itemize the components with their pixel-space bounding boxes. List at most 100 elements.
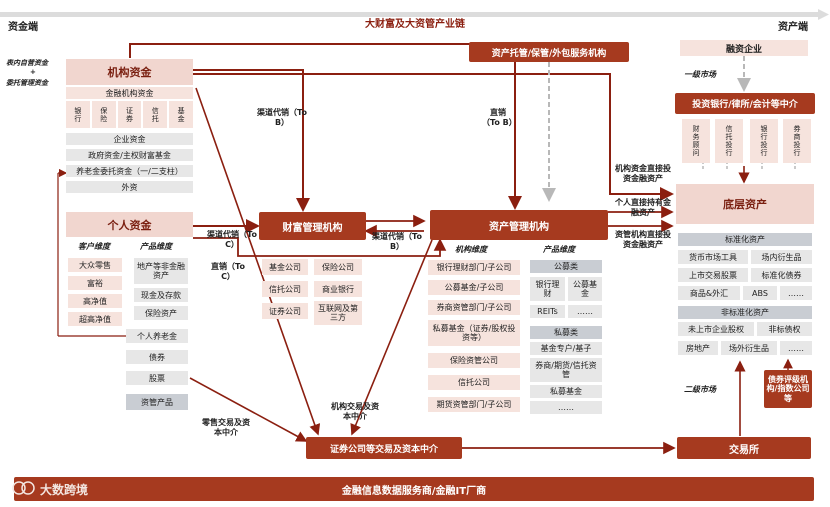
customer-dimension-header: 客户维度: [78, 242, 110, 251]
fin-data-it-vendors: 金融信息数据服务商/金融IT厂商: [14, 477, 814, 501]
header-center: 大财富及大资管产业链: [365, 19, 465, 30]
pub-ellipsis: ……: [568, 305, 602, 318]
personal-funds-title: 个人资金: [66, 212, 193, 237]
inst-item-pension: 养老金委托资金（一/二支柱）: [66, 165, 193, 177]
prod-real-estate: 地产等非金融资产: [134, 258, 188, 284]
pub-bank-wm: 银行理财: [530, 277, 565, 301]
wealth-internet-3rd: 互联网及第三方: [314, 301, 362, 325]
inst-sub-fund: 基金: [169, 101, 193, 128]
product-dimension-header: 产品维度: [140, 242, 172, 251]
wealth-fund-co: 基金公司: [262, 259, 308, 275]
cust-mass-retail: 大众零售: [68, 258, 122, 272]
header-left: 资金端: [8, 22, 38, 33]
pub-public-fund: 公募基金: [568, 277, 602, 301]
label-person-direct: 个人直接持有金融资产: [615, 198, 671, 217]
rating-index-companies: 债券评级机构/指数公司等: [764, 370, 812, 408]
ib-trust-ib: 信托投行: [715, 119, 743, 163]
ib-broker-ib: 券商投行: [783, 119, 811, 163]
private-category-header: 私募类: [530, 326, 602, 339]
header-right: 资产端: [778, 22, 808, 33]
left-note-2: 委托管理资金: [6, 79, 48, 87]
nonstd-private-equity: 未上市企业股权: [678, 322, 754, 336]
broker-intermediary: 证券公司等交易及资本中介: [306, 437, 462, 459]
prod-bonds: 债券: [126, 350, 188, 364]
label-channel-toc: 渠道代销（To C）: [207, 230, 257, 249]
am-insurance-am: 保险资管公司: [428, 353, 520, 368]
prod-personal-pension: 个人养老金: [126, 329, 188, 343]
cust-hnw: 高净值: [68, 294, 122, 308]
wealth-commercial-bank: 商业银行: [314, 281, 362, 297]
inst-sub-trust: 信托: [143, 101, 168, 128]
nonstd-ellipsis: ……: [780, 341, 812, 355]
underlying-assets-title: 底层资产: [676, 184, 814, 224]
prod-stocks: 股票: [126, 371, 188, 385]
label-direct-toc: 直销（To C）: [211, 262, 245, 281]
prod-insurance: 保险资产: [134, 306, 188, 320]
prod-am-products: 资管产品: [126, 394, 188, 410]
am-trust-co: 信托公司: [428, 375, 520, 390]
am-private-fund: 私募基金（证券/股权投资等）: [428, 320, 520, 346]
nonstandard-assets-header: 非标准化资产: [678, 306, 812, 319]
prod-cash: 现金及存款: [134, 288, 188, 302]
wealth-securities-co: 证券公司: [262, 303, 308, 319]
label-inst-direct: 机构资金直接投资金融资产: [615, 164, 671, 183]
left-note-1: 表内自营资金: [6, 59, 48, 67]
standardized-assets-header: 标准化资产: [678, 233, 812, 246]
cust-uhnw: 超高净值: [68, 312, 122, 326]
inst-item-foreign: 外资: [66, 181, 193, 193]
secondary-market-label: 二级市场: [684, 385, 716, 394]
label-inst-trading: 机构交易及资本中介: [331, 402, 379, 421]
std-commodities-fx: 商品&外汇: [678, 286, 740, 300]
am-bank-wm: 银行理财部门/子公司: [428, 260, 520, 275]
ib-financial-advisor: 财务顾问: [682, 119, 710, 163]
inst-item-government: 政府资金/主权财富基金: [66, 149, 193, 161]
financing-enterprises: 融资企业: [680, 40, 808, 56]
pub-reits: REITs: [530, 305, 565, 318]
std-abs: ABS: [743, 286, 777, 300]
label-am-direct: 资管机构直接投资金融资产: [615, 230, 671, 249]
std-exchange-derivatives: 场内衍生品: [751, 250, 812, 264]
std-money-market: 货币市场工具: [678, 250, 748, 264]
am-inst-dimension: 机构维度: [455, 245, 487, 254]
watermark-logo: [8, 478, 38, 498]
nonstd-debt: 非标债权: [757, 322, 812, 336]
am-broker-am: 券商资管部门/子公司: [428, 300, 520, 315]
public-category-header: 公募类: [530, 260, 602, 273]
am-futures-am: 期货资管部门/子公司: [428, 397, 520, 412]
left-note-plus: +: [30, 68, 36, 76]
institutional-funds-title: 机构资金: [66, 59, 193, 85]
am-public-fund: 公募基金/子公司: [428, 280, 520, 295]
inst-sub-row: 银行 保险 证券 信托 基金: [66, 101, 193, 128]
std-listed-stocks: 上市交易股票: [678, 268, 748, 282]
label-direct-tob: 直销（To B）: [482, 108, 517, 127]
priv-fund-account: 基金专户/基子: [530, 342, 602, 355]
inst-item-enterprise: 企业资金: [66, 133, 193, 145]
inst-sub-securities: 证券: [117, 101, 142, 128]
asset-mgmt-title: 资产管理机构: [430, 210, 608, 240]
wealth-insurance-co: 保险公司: [314, 259, 362, 275]
std-ellipsis: ……: [780, 286, 812, 300]
label-channel-tob: 渠道代销（To B）: [257, 108, 307, 127]
inst-sub-insurance: 保险: [91, 101, 116, 128]
cust-affluent: 富裕: [68, 276, 122, 290]
priv-ellipsis: ……: [530, 401, 602, 414]
priv-broker-am: 券商/期货/信托资管: [530, 358, 602, 382]
nonstd-real-estate: 房地产: [678, 341, 718, 355]
ib-bank-ib: 银行投行: [750, 119, 778, 163]
am-prod-dimension: 产品维度: [543, 245, 575, 254]
exchange: 交易所: [677, 437, 811, 459]
nonstd-otc-derivatives: 场外衍生品: [721, 341, 777, 355]
primary-market-label: 一级市场: [684, 70, 716, 79]
watermark-text: 大数跨境: [40, 483, 89, 497]
inst-sub-bank: 银行: [66, 101, 90, 128]
wealth-mgmt-title: 财富管理机构: [259, 212, 366, 240]
wealth-trust-co: 信托公司: [262, 281, 308, 297]
logo-icon: [12, 481, 35, 495]
label-channel-tob-2: 渠道代销（To B）: [372, 232, 422, 251]
priv-private-fund: 私募基金: [530, 385, 602, 398]
label-retail-trading: 零售交易及资本中介: [202, 418, 250, 437]
financial-inst-funds: 金融机构资金: [66, 87, 193, 99]
std-standard-bonds: 标准化债券: [751, 268, 812, 282]
ib-intermediaries: 投资银行/律所/会计等中介: [675, 93, 815, 114]
